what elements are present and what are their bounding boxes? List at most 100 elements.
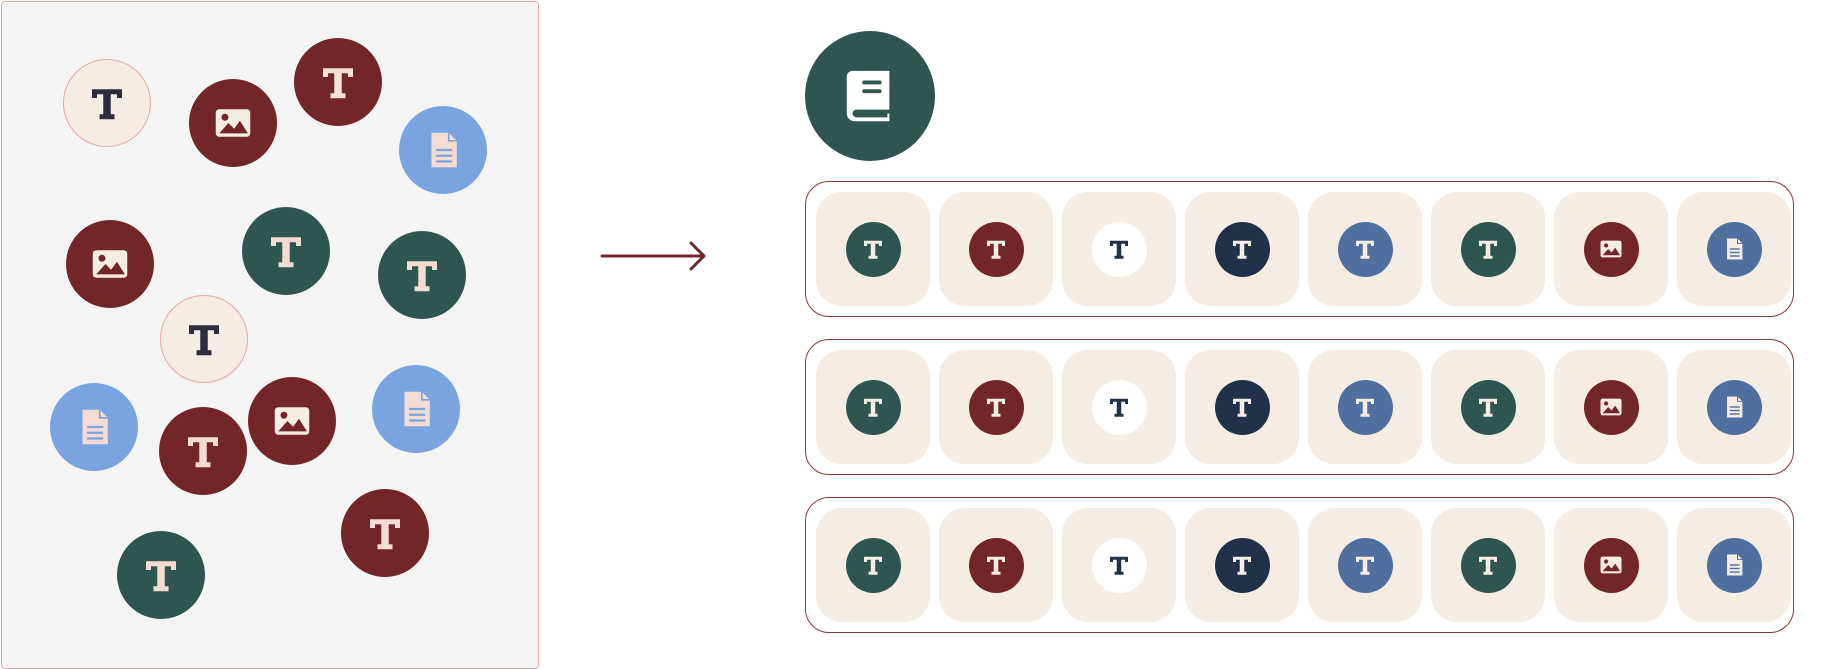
scattered-item <box>63 59 151 147</box>
document-icon <box>82 409 108 445</box>
text-icon <box>189 325 219 356</box>
scattered-item <box>341 489 429 577</box>
token <box>1706 221 1762 277</box>
token <box>968 537 1024 593</box>
token-row <box>805 497 1794 633</box>
token <box>1337 221 1393 277</box>
text-icon <box>1479 556 1497 575</box>
token <box>968 221 1024 277</box>
image-icon <box>274 407 310 435</box>
document-icon <box>404 391 430 427</box>
token <box>1583 379 1639 435</box>
text-icon <box>1479 398 1497 417</box>
text-icon <box>987 398 1005 417</box>
text-icon <box>407 261 437 292</box>
token-cell <box>1062 192 1176 306</box>
token <box>845 221 901 277</box>
text-icon <box>146 561 176 592</box>
document-icon <box>1727 396 1743 418</box>
token <box>1706 379 1762 435</box>
text-icon <box>1110 398 1128 417</box>
token <box>1214 537 1270 593</box>
token-cell <box>939 350 1053 464</box>
token-cell <box>1062 508 1176 622</box>
token <box>1091 221 1147 277</box>
document-icon <box>1727 238 1743 260</box>
scattered-item <box>248 377 336 465</box>
text-icon <box>864 556 882 575</box>
token <box>968 379 1024 435</box>
text-icon <box>1110 240 1128 259</box>
scattered-item <box>242 207 330 295</box>
token-row <box>805 339 1794 475</box>
token <box>1091 537 1147 593</box>
token-cell <box>939 192 1053 306</box>
text-icon <box>864 240 882 259</box>
scattered-item <box>159 407 247 495</box>
token <box>1214 221 1270 277</box>
document-icon <box>1727 554 1743 576</box>
text-icon <box>1233 398 1251 417</box>
token <box>1460 537 1516 593</box>
token-cell <box>1308 192 1422 306</box>
text-icon <box>1233 556 1251 575</box>
token <box>1706 537 1762 593</box>
image-icon <box>92 250 128 278</box>
text-icon <box>1233 240 1251 259</box>
text-icon <box>1479 240 1497 259</box>
text-icon <box>188 437 218 468</box>
text-icon <box>323 68 353 99</box>
image-icon <box>1600 398 1622 416</box>
token-cell <box>939 508 1053 622</box>
scattered-item <box>117 531 205 619</box>
text-icon <box>864 398 882 417</box>
token-cell <box>1677 350 1791 464</box>
token-cell <box>1185 508 1299 622</box>
token <box>1460 221 1516 277</box>
arrow-right-icon <box>600 241 706 271</box>
scattered-item <box>372 365 460 453</box>
token-cell <box>1431 508 1545 622</box>
scattered-item <box>160 295 248 383</box>
token-cell <box>1431 192 1545 306</box>
token-cell <box>1185 192 1299 306</box>
token-cell <box>1554 508 1668 622</box>
token <box>1337 537 1393 593</box>
token <box>1337 379 1393 435</box>
token-cell <box>1062 350 1176 464</box>
scattered-items-panel <box>1 1 539 669</box>
text-icon <box>1110 556 1128 575</box>
token <box>1091 379 1147 435</box>
image-icon <box>215 109 251 137</box>
scattered-item <box>399 106 487 194</box>
token <box>1583 221 1639 277</box>
text-icon <box>987 240 1005 259</box>
text-icon <box>271 237 301 268</box>
image-icon <box>1600 556 1622 574</box>
token-cell <box>1554 350 1668 464</box>
text-icon <box>370 519 400 550</box>
token <box>1214 379 1270 435</box>
text-icon <box>1356 556 1374 575</box>
token-cell <box>1677 508 1791 622</box>
token-cell <box>816 350 930 464</box>
token <box>845 537 901 593</box>
token <box>1583 537 1639 593</box>
token-cell <box>1677 192 1791 306</box>
book-icon <box>846 70 890 122</box>
scattered-item <box>294 38 382 126</box>
token-cell <box>1431 350 1545 464</box>
image-icon <box>1600 240 1622 258</box>
token-cell <box>1185 350 1299 464</box>
scattered-item <box>66 220 154 308</box>
token-cell <box>1554 192 1668 306</box>
text-icon <box>987 556 1005 575</box>
token <box>845 379 901 435</box>
token <box>1460 379 1516 435</box>
scattered-item <box>189 79 277 167</box>
token-cell <box>816 192 930 306</box>
collection-hero <box>805 31 935 161</box>
scattered-item <box>50 383 138 471</box>
token-cell <box>1308 508 1422 622</box>
text-icon <box>92 89 122 120</box>
